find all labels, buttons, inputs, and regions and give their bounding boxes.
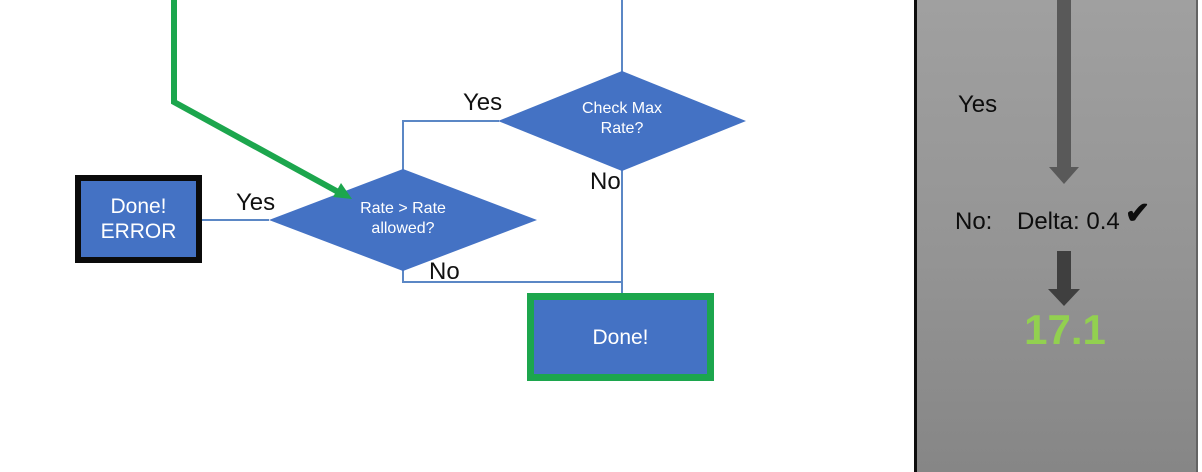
- label-no-rate-allowed: No: [429, 258, 460, 285]
- side-panel: Yes No: Delta: 0.4 ✔ 17.1: [914, 0, 1198, 472]
- panel-no-label: No:: [955, 208, 993, 235]
- check-max-rate-caption: Check Max Rate?: [537, 99, 707, 139]
- decision-diamond-check-max-rate[interactable]: [498, 71, 746, 171]
- panel-yes-label: Yes: [958, 91, 998, 118]
- panel-delta-value: Delta: 0.4: [1017, 208, 1120, 235]
- check-max-rate-caption-line2: Rate?: [600, 120, 644, 137]
- done-error-box[interactable]: Done! ERROR: [75, 175, 202, 263]
- connector-rate-allowed-no-to-done: [402, 270, 622, 283]
- done-error-line1: Done!: [110, 195, 167, 218]
- rate-allowed-caption-line1: Rate > Rate: [360, 200, 446, 217]
- short-down-arrow-head-icon: [1048, 289, 1080, 306]
- rate-allowed-caption: Rate > Rate allowed?: [318, 199, 488, 239]
- rate-allowed-caption-line2: allowed?: [371, 220, 435, 237]
- panel-arrows-graphic: [1048, 0, 1080, 306]
- label-yes-rate-allowed: Yes: [236, 189, 276, 216]
- long-down-arrow-shaft: [1057, 0, 1071, 167]
- short-down-arrow-shaft: [1057, 251, 1071, 289]
- check-max-rate-caption-line1: Check Max: [581, 100, 663, 117]
- flowchart-graphic: [171, 0, 746, 295]
- label-yes-check-max: Yes: [463, 89, 503, 116]
- green-arrowhead-icon: [333, 183, 352, 199]
- label-no-check-max: No: [590, 168, 621, 195]
- connector-check-max-yes-to-rate-allowed: [402, 120, 499, 170]
- done-box-label: Done!: [592, 325, 649, 349]
- done-box[interactable]: Done!: [527, 293, 714, 381]
- check-mark-icon: ✔: [1125, 197, 1151, 230]
- long-down-arrow-head-icon: [1049, 167, 1079, 184]
- done-error-line2: ERROR: [100, 220, 177, 243]
- result-value: 17.1: [1024, 306, 1106, 353]
- green-path-connector: [171, 0, 342, 196]
